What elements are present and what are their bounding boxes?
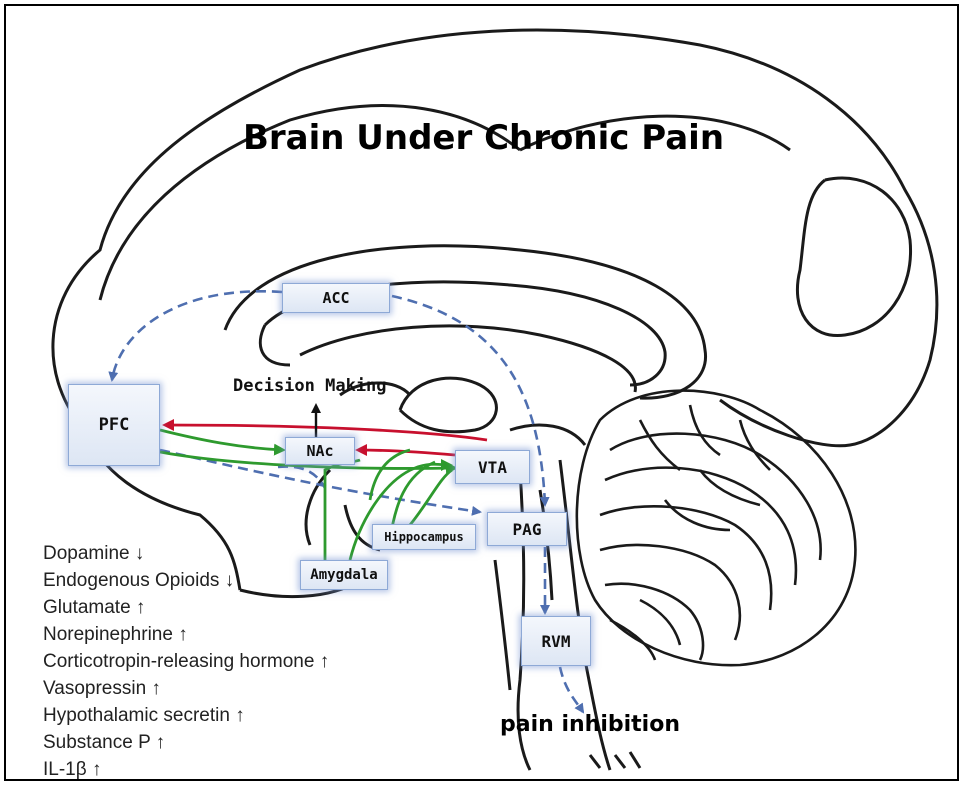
neurochemical-item: Substance P ↑ [43, 729, 329, 756]
neurochemical-list: Dopamine ↓ Endogenous Opioids ↓ Glutamat… [43, 540, 329, 783]
hippocampus-node: Hippocampus [372, 524, 476, 550]
cerebellum [577, 391, 856, 666]
acc-node: ACC [282, 283, 390, 313]
neurochemical-item: Corticotropin-releasing hormone ↑ [43, 648, 329, 675]
pain-inhibition-label: pain inhibition [500, 712, 680, 737]
pag-node: PAG [487, 512, 567, 546]
neurochemical-item: Norepinephrine ↑ [43, 621, 329, 648]
neurochemical-item: Dopamine ↓ [43, 540, 329, 567]
vta-node: VTA [455, 450, 530, 484]
pfc-node: PFC [68, 384, 160, 466]
nac-node: NAc [285, 437, 355, 465]
decision-making-label: Decision Making [233, 376, 387, 396]
neurochemical-item: Hypothalamic secretin ↑ [43, 702, 329, 729]
neurochemical-item: Endogenous Opioids ↓ [43, 567, 329, 594]
neurochemical-item: IL-1β ↑ [43, 756, 329, 783]
neurochemical-item: Glutamate ↑ [43, 594, 329, 621]
rvm-node: RVM [521, 616, 591, 666]
diagram-title: Brain Under Chronic Pain [0, 118, 967, 158]
neurochemical-item: Vasopressin ↑ [43, 675, 329, 702]
